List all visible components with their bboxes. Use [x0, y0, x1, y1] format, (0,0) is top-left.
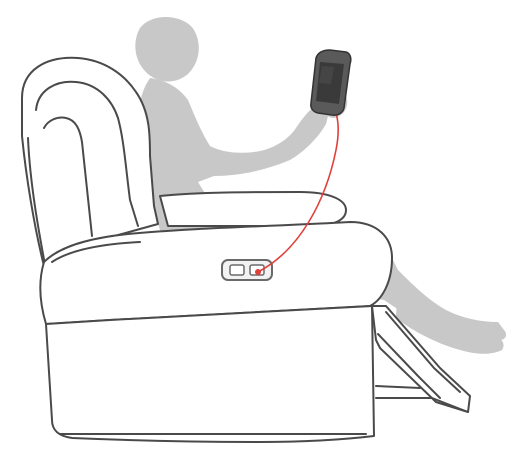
recliner-chair [22, 58, 470, 442]
cable-plug-dot [255, 269, 261, 275]
smartphone-icon [311, 50, 351, 115]
usb-charging-port-icon [222, 260, 272, 280]
